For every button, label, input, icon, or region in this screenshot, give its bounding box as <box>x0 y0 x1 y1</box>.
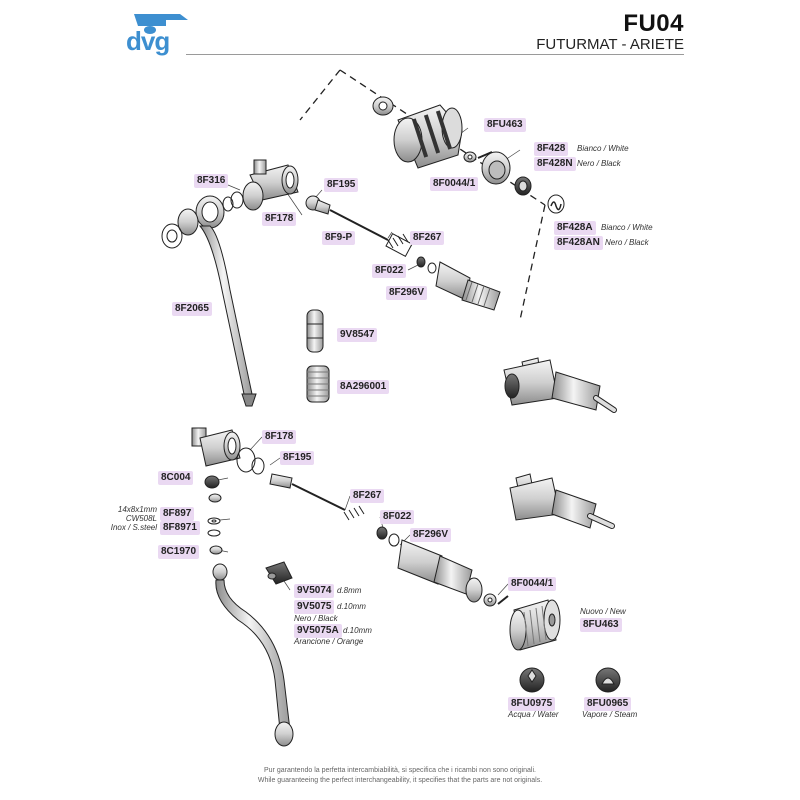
lower-valve-stem <box>269 473 509 607</box>
part-label: 8F9-P <box>322 231 356 245</box>
logo-mark <box>134 14 188 34</box>
cap-8FU0975 <box>519 667 545 693</box>
page-subtitle: FUTURMAT - ARIETE <box>536 36 684 53</box>
note-text: d.10mm <box>337 602 366 611</box>
part-label: 8F178 <box>262 430 297 444</box>
note-text: Nero / Black <box>294 614 338 623</box>
part-label: 8F428 <box>534 142 569 156</box>
assembled-valve-upper <box>503 357 617 413</box>
part-label: 8F296V <box>386 286 428 300</box>
note-text: d.10mm <box>343 626 372 635</box>
note-text: Inox / S.steel <box>110 523 157 532</box>
lower-tee-body <box>191 427 294 747</box>
part-label: 8F195 <box>280 451 315 465</box>
part-label: 9V5074 <box>294 584 335 598</box>
dashed-assembly-outline <box>299 69 546 321</box>
note-text: Vapore / Steam <box>582 710 638 719</box>
disclaimer-footer: Pur garantendo la perfetta intercambiabi… <box>0 766 800 786</box>
part-label: 8F267 <box>410 231 445 245</box>
disclaimer-line: While guaranteeing the perfect interchan… <box>257 777 543 784</box>
cap-8FU0965 <box>595 667 621 693</box>
part-label: 8F2065 <box>172 302 212 316</box>
note-text: Bianco / White <box>577 144 629 153</box>
part-label: 8C1970 <box>158 545 200 559</box>
part-label: 9V5075A <box>294 624 342 638</box>
part-label: 8FU463 <box>580 618 622 632</box>
lower-knob-new <box>509 599 561 651</box>
part-label: 9V8547 <box>337 328 378 342</box>
part-label: 8F0044/1 <box>430 177 479 191</box>
sleeve-8A296001 <box>306 365 330 403</box>
note-text: Acqua / Water <box>508 710 559 719</box>
part-label: 8F296V <box>410 528 452 542</box>
part-label: 8F178 <box>262 212 297 226</box>
note-text: Arancione / Orange <box>294 637 364 646</box>
knob-top <box>372 96 565 214</box>
page-title: FU04 <box>623 10 684 37</box>
part-label: 8F897 <box>160 507 195 521</box>
note-text: 14x8x1mm <box>117 505 157 514</box>
part-label: 8F022 <box>380 510 415 524</box>
part-label: 8F428AN <box>554 236 603 250</box>
part-label: 8FU0975 <box>508 697 556 711</box>
part-label: 8FU463 <box>484 118 526 132</box>
brand-logo: dvg <box>126 26 170 56</box>
spring-9V8547 <box>306 309 324 353</box>
part-label: 8F195 <box>324 178 359 192</box>
part-label: 8F022 <box>372 264 407 278</box>
note-text: Nero / Black <box>577 159 621 168</box>
part-label: 8F0044/1 <box>508 577 557 591</box>
part-label: 8F316 <box>194 174 229 188</box>
disclaimer-line: Pur garantendo la perfetta intercambiabi… <box>264 767 536 774</box>
upper-tee-body <box>161 159 299 407</box>
leader-lines <box>217 127 521 596</box>
lever-9V5074 <box>265 561 293 585</box>
part-label: 8C004 <box>158 471 194 485</box>
note-text: Nero / Black <box>605 238 649 247</box>
note-text: d.8mm <box>337 586 362 595</box>
part-label: 8F428A <box>554 221 596 235</box>
assembled-valve-lower <box>509 473 615 529</box>
part-label: 8A296001 <box>337 380 390 394</box>
note-text: Bianco / White <box>601 223 653 232</box>
top-valve-stem <box>305 195 501 311</box>
note-text: CW508L <box>125 514 157 523</box>
header-divider <box>186 54 684 55</box>
part-label: 9V5075 <box>294 600 335 614</box>
part-label: 8F267 <box>350 489 385 503</box>
part-label: 8FU0965 <box>584 697 632 711</box>
part-label: 8F428N <box>534 157 576 171</box>
note-text: Nuovo / New <box>580 607 626 616</box>
part-label: 8F8971 <box>160 521 200 535</box>
